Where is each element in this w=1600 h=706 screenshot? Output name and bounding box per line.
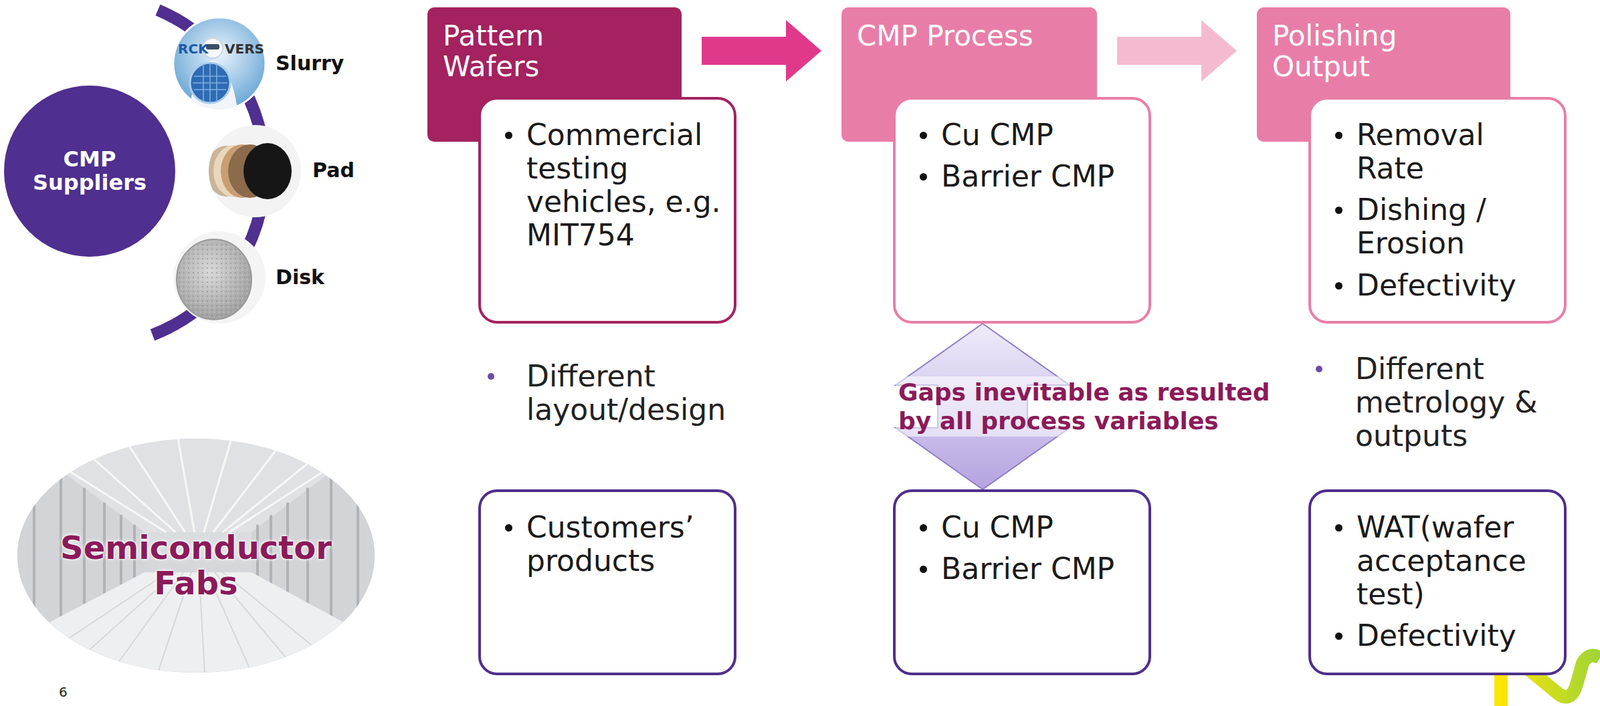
annotation-label: VERS — [224, 41, 265, 57]
text-item: Cu CMP — [895, 511, 1140, 545]
text-group: Cu CMP Barrier CMP — [895, 118, 1140, 194]
bullet-text: Defectivity — [1356, 268, 1555, 303]
text-item: Barrier CMP — [895, 159, 1140, 194]
supplier-circle: CMP Suppliers — [4, 85, 176, 257]
node-text: CMP Suppliers — [22, 147, 157, 195]
text-group: CMP Suppliers — [4, 85, 176, 257]
bullet-dot — [1315, 365, 1323, 373]
bullet-dot — [919, 524, 928, 532]
text-group: WAT(wafer acceptance test) Defectivity — [1311, 511, 1555, 654]
bullet-dot — [919, 173, 928, 181]
conditioner-disk — [176, 239, 252, 320]
annotation-label: RCK — [177, 41, 209, 57]
bullet-text: Customers’ products — [526, 511, 725, 578]
text-item: CMP Process — [856, 20, 1078, 52]
heading-text: Pattern Wafers — [442, 20, 617, 83]
slurry-photo — [173, 17, 266, 114]
fab-photo — [17, 438, 375, 673]
cleanroom-suit — [188, 60, 239, 114]
text-group: Polishing Output — [1256, 7, 1447, 83]
fab-ellipse: Semiconductor Fabs — [17, 438, 375, 673]
disk-grit — [177, 240, 251, 319]
annotation-label: 6 — [58, 684, 68, 701]
text-item: Defectivity — [1311, 619, 1555, 653]
bullet-dot — [1335, 131, 1343, 140]
text-item: Polishing Output — [1272, 20, 1447, 83]
bullet-dot — [505, 524, 513, 532]
text-item: Barrier CMP — [895, 552, 1140, 586]
text-item: WAT(wafer acceptance test) — [1311, 511, 1555, 612]
text-item: Defectivity — [1311, 268, 1555, 303]
text-group: Commercial testing vehicles, e.g. MIT754 — [480, 118, 725, 253]
bullet-dot — [505, 131, 513, 140]
text-group: Cu CMP Barrier CMP — [895, 511, 1140, 586]
bullet-text: Cu CMP — [941, 511, 1140, 545]
text-group: CMP Process — [841, 7, 1078, 52]
gap-label: Gaps inevitable as resulted by all proce… — [895, 376, 1297, 437]
text-group: Semiconductor Fabs — [17, 438, 375, 673]
bullet-dot — [919, 131, 928, 140]
detail-box: Commercial testing vehicles, e.g. MIT754 — [478, 96, 737, 324]
detail-box: Cu CMP Barrier CMP — [892, 96, 1152, 324]
bullet-text: Removal Rate — [1356, 118, 1555, 186]
bullet-text: Dishing / Erosion — [1356, 193, 1555, 261]
block-arrow — [1117, 20, 1237, 82]
node-text: Semiconductor Fabs — [48, 510, 344, 602]
annotation-label: Disk — [275, 266, 325, 289]
text-item: Semiconductor Fabs — [48, 510, 344, 602]
text-item: Dishing / Erosion — [1311, 193, 1555, 261]
text-item: Customers’ products — [480, 511, 725, 578]
text-item: Pattern Wafers — [442, 20, 617, 83]
bullet-text: Barrier CMP — [941, 159, 1140, 194]
bullet-text: WAT(wafer acceptance test) — [1356, 511, 1555, 612]
bullet-dot — [1335, 282, 1343, 290]
bullet-text: Defectivity — [1356, 619, 1555, 653]
bullet-dot — [1335, 524, 1343, 532]
text-group: Removal RateDishing / ErosionDefectivity — [1311, 118, 1555, 303]
bullet-dot — [487, 373, 495, 380]
text-group: Pattern Wafers — [427, 7, 617, 83]
annotation-label: Different layout/design — [526, 359, 748, 427]
wafer — [189, 62, 231, 104]
text-item: Cu CMP — [895, 118, 1140, 152]
bullet-text: Barrier CMP — [941, 552, 1140, 586]
annotation-label: Pad — [312, 159, 355, 182]
text-group: Customers’ products — [480, 511, 725, 578]
annotation-label: Different metrology & outputs — [1355, 352, 1583, 453]
block-arrow — [701, 20, 822, 82]
bullet-dot — [919, 565, 928, 574]
fab-detail-box: Cu CMP Barrier CMP — [892, 489, 1152, 676]
heading-text: Polishing Output — [1272, 20, 1447, 83]
fab-detail-box: Customers’ products — [478, 489, 737, 676]
wafer-grid — [192, 62, 228, 104]
fab-photo — [17, 438, 375, 673]
bullet-dot — [1335, 206, 1343, 215]
text-item: Removal Rate — [1311, 118, 1555, 186]
text-item: CMP Suppliers — [22, 147, 157, 195]
text-item: Commercial testing vehicles, e.g. MIT754 — [480, 118, 725, 253]
disk-photo-ground — [173, 231, 266, 324]
bullet-dot — [1335, 632, 1343, 641]
pad-photo-ground — [208, 125, 302, 218]
pad-disc — [243, 143, 292, 200]
disk-photo — [173, 231, 266, 324]
circle-fill — [4, 85, 176, 257]
fab-detail-box: WAT(wafer acceptance test) Defectivity — [1308, 489, 1567, 676]
heading-text: CMP Process — [856, 20, 1078, 52]
detail-box: Removal RateDishing / ErosionDefectivity — [1308, 96, 1567, 324]
pad-photo — [206, 125, 302, 218]
bullet-text: Cu CMP — [941, 118, 1140, 152]
fab-photo-fade — [17, 438, 375, 673]
annotation-label: Slurry — [275, 52, 344, 75]
bullet-text: Commercial testing vehicles, e.g. MIT754 — [526, 118, 725, 253]
